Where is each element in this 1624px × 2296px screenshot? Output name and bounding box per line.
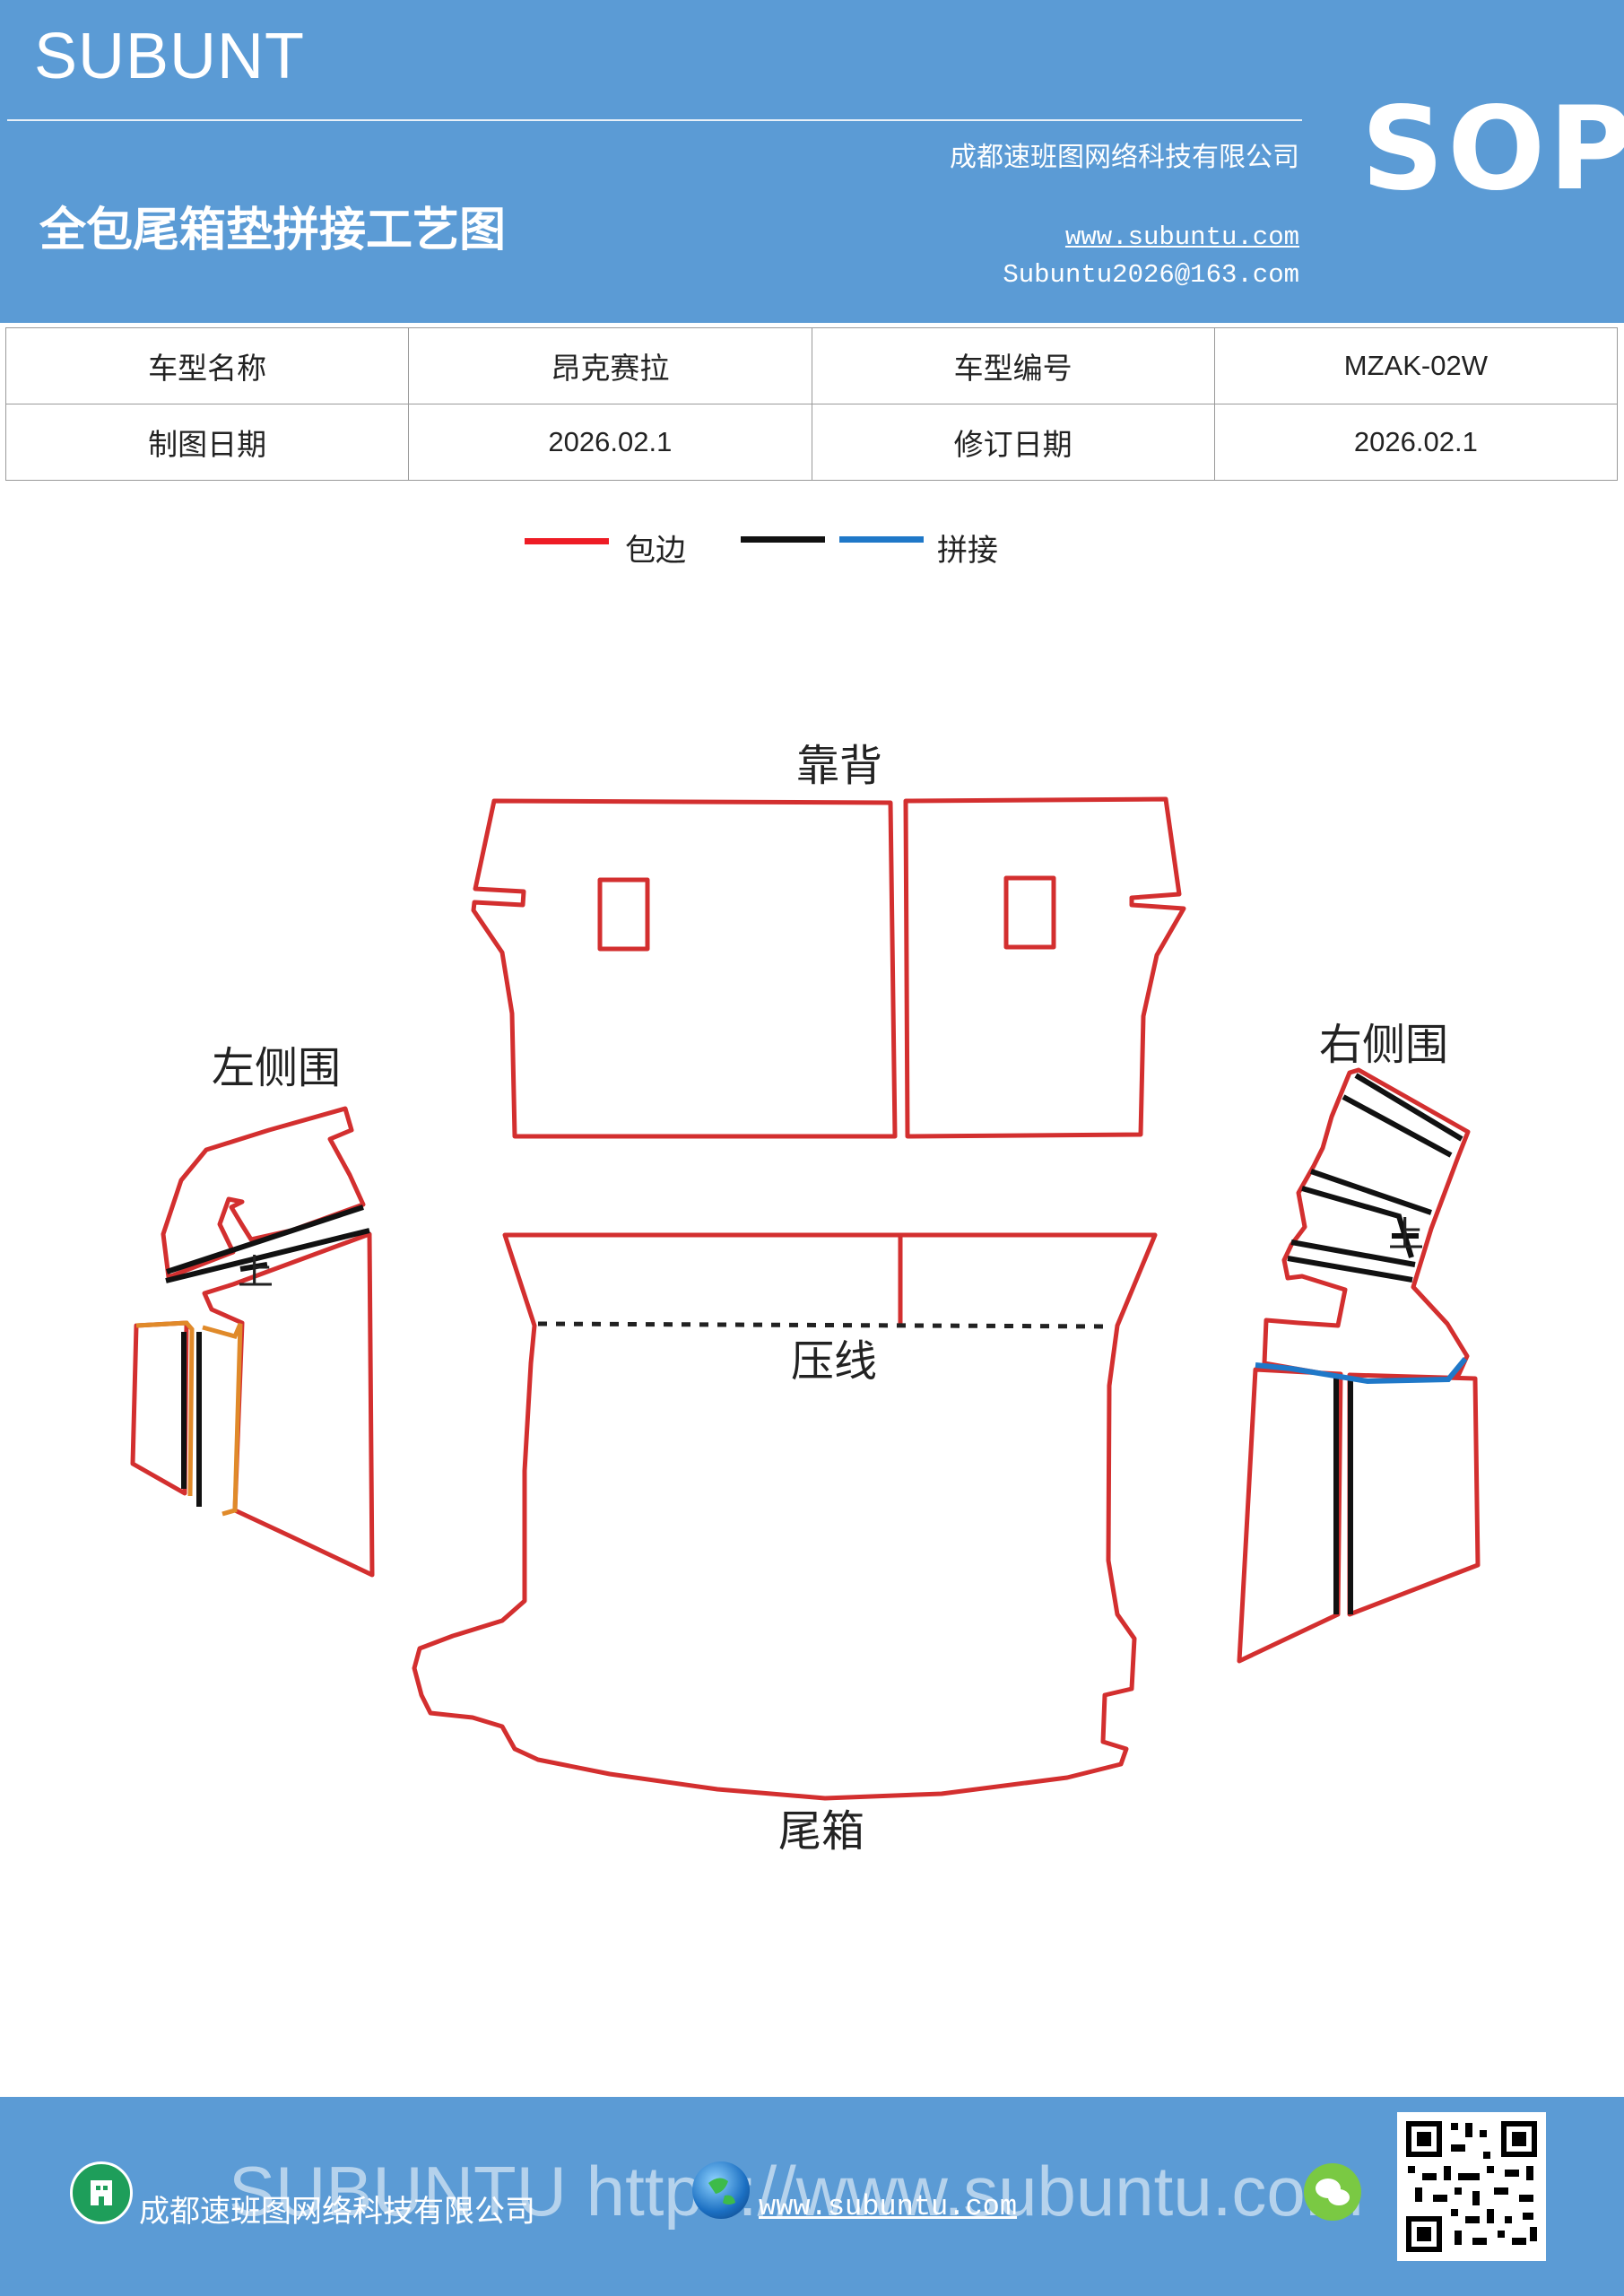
label-left-side: 左侧围 (212, 1043, 341, 1093)
press-line (537, 1321, 1113, 1329)
trunk-mat-diagram: 靠背 左侧围 右侧围 压线 尾箱 上 上 (130, 741, 1481, 1857)
right-seam-2 (1342, 1094, 1453, 1158)
right-side-upper-panel (1262, 1067, 1471, 1384)
backrest-left-panel (471, 798, 898, 1139)
label-press-line: 压线 (791, 1336, 877, 1387)
header-company: 成都速班图网络科技有限公司 (950, 142, 1299, 173)
table-row: 车型名称 昂克赛拉 车型编号 MZAK-02W (4, 327, 1619, 404)
right-seam-5 (1290, 1239, 1416, 1267)
header-banner: SUBUNT 全包尾箱垫拼接工艺图 成都速班图网络科技有限公司 www.subu… (0, 0, 1624, 323)
model-code-label: 车型编号 (811, 327, 1215, 404)
backrest-right-cutout (1003, 875, 1056, 950)
qr-code (1397, 2112, 1546, 2261)
right-side-lower-right-panel (1347, 1372, 1481, 1617)
left-side-upper-panel (161, 1106, 366, 1280)
left-side-front-piece (130, 1320, 189, 1496)
label-backrest: 靠背 (796, 741, 882, 791)
revise-date-value: 2026.02.1 (1213, 404, 1619, 481)
revise-date-label: 修订日期 (811, 404, 1215, 481)
header-website-link[interactable]: www.subuntu.com (1064, 222, 1299, 252)
legend-splice-swatch (839, 536, 924, 543)
left-seam-lower (165, 1228, 370, 1283)
right-seam-3 (1310, 1169, 1432, 1215)
legend-binding-label: 包边 (625, 533, 686, 569)
globe-icon (692, 2161, 750, 2219)
right-seam-1 (1354, 1073, 1463, 1142)
legend-splice-label: 拼接 (937, 533, 998, 569)
left-seam-upper (166, 1205, 364, 1274)
model-name-label: 车型名称 (4, 327, 410, 404)
sop-badge: SOP (1361, 83, 1624, 216)
label-right-side: 右侧围 (1319, 1020, 1448, 1070)
footer-banner: SUBUNTU https://www.subuntu.com 成都速班图网络科… (0, 2097, 1624, 2296)
left-side-lower-panel (202, 1231, 375, 1578)
header-email[interactable]: Subuntu2026@163.com (1003, 260, 1299, 290)
footer-website-link[interactable]: www.subuntu.com (759, 2190, 1018, 2223)
footer-watermark: SUBUNTU https://www.subuntu.com (229, 2152, 1364, 2231)
draw-date-value: 2026.02.1 (408, 404, 812, 481)
brand-name: SUBUNT (34, 21, 306, 92)
legend-seam-swatch (741, 536, 825, 543)
right-splice-line (1255, 1357, 1468, 1385)
table-row: 制图日期 2026.02.1 修订日期 2026.02.1 (4, 404, 1619, 481)
footer-company: 成都速班图网络科技有限公司 (139, 2194, 535, 2230)
model-code-value: MZAK-02W (1213, 327, 1619, 404)
draw-date-label: 制图日期 (4, 404, 410, 481)
header-divider (7, 119, 1302, 121)
left-orange-edge-2 (202, 1323, 243, 1517)
right-top-mark: 上 (1388, 1214, 1424, 1256)
backrest-right-panel (903, 796, 1186, 1139)
right-seam-4 (1301, 1186, 1414, 1258)
building-icon (70, 2161, 133, 2224)
trunk-floor-panel (412, 1232, 1158, 1801)
left-top-mark: 上 (238, 1252, 274, 1293)
label-trunk: 尾箱 (778, 1806, 864, 1857)
right-seam-6 (1287, 1256, 1413, 1283)
document-title: 全包尾箱垫拼接工艺图 (39, 203, 507, 257)
left-top-mark-line (239, 1262, 268, 1272)
model-name-value: 昂克赛拉 (408, 327, 812, 404)
wechat-icon (1304, 2163, 1361, 2221)
backrest-left-cutout (597, 877, 650, 952)
right-side-lower-left-panel (1237, 1367, 1343, 1664)
vehicle-info-table: 车型名称 昂克赛拉 车型编号 MZAK-02W 制图日期 2026.02.1 修… (4, 327, 1619, 481)
legend-binding-swatch (525, 538, 609, 544)
left-orange-edge-1 (135, 1320, 195, 1497)
